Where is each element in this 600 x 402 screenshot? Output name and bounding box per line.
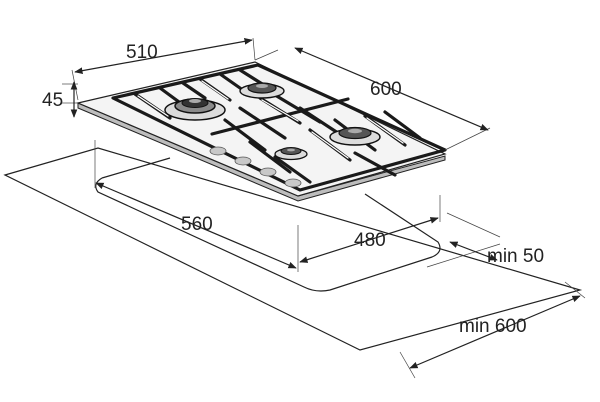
knob: [259, 167, 277, 177]
dim-560-line: [95, 182, 297, 269]
cutout-back-edge: [101, 157, 171, 179]
worktop: [3, 147, 583, 351]
burner-rear: [239, 82, 285, 99]
dimension-labels: 510 45 600 560 480 min 50 min 600: [42, 42, 544, 337]
label-600: 600: [370, 79, 402, 100]
label-min-600: min 600: [459, 316, 527, 337]
label-min-50: min 50: [487, 246, 544, 267]
label-510: 510: [126, 42, 158, 63]
dimension-lines: [62, 37, 586, 379]
dim-510-line: [74, 38, 253, 74]
burner-small: [274, 147, 308, 161]
dim-min50-line: [449, 241, 498, 261]
dim-480-line: [299, 217, 439, 263]
cutout-outline: [95, 177, 441, 292]
label-45: 45: [42, 90, 63, 111]
dim-min600-line: [409, 295, 581, 369]
dim-600-line: [294, 47, 489, 131]
label-480: 480: [354, 230, 386, 251]
control-knobs: [209, 146, 302, 188]
burner-large: [164, 98, 226, 121]
label-560: 560: [181, 214, 213, 235]
knob: [234, 156, 252, 166]
knob: [209, 146, 227, 156]
worktop-outline: [3, 147, 583, 351]
knob: [284, 178, 302, 188]
